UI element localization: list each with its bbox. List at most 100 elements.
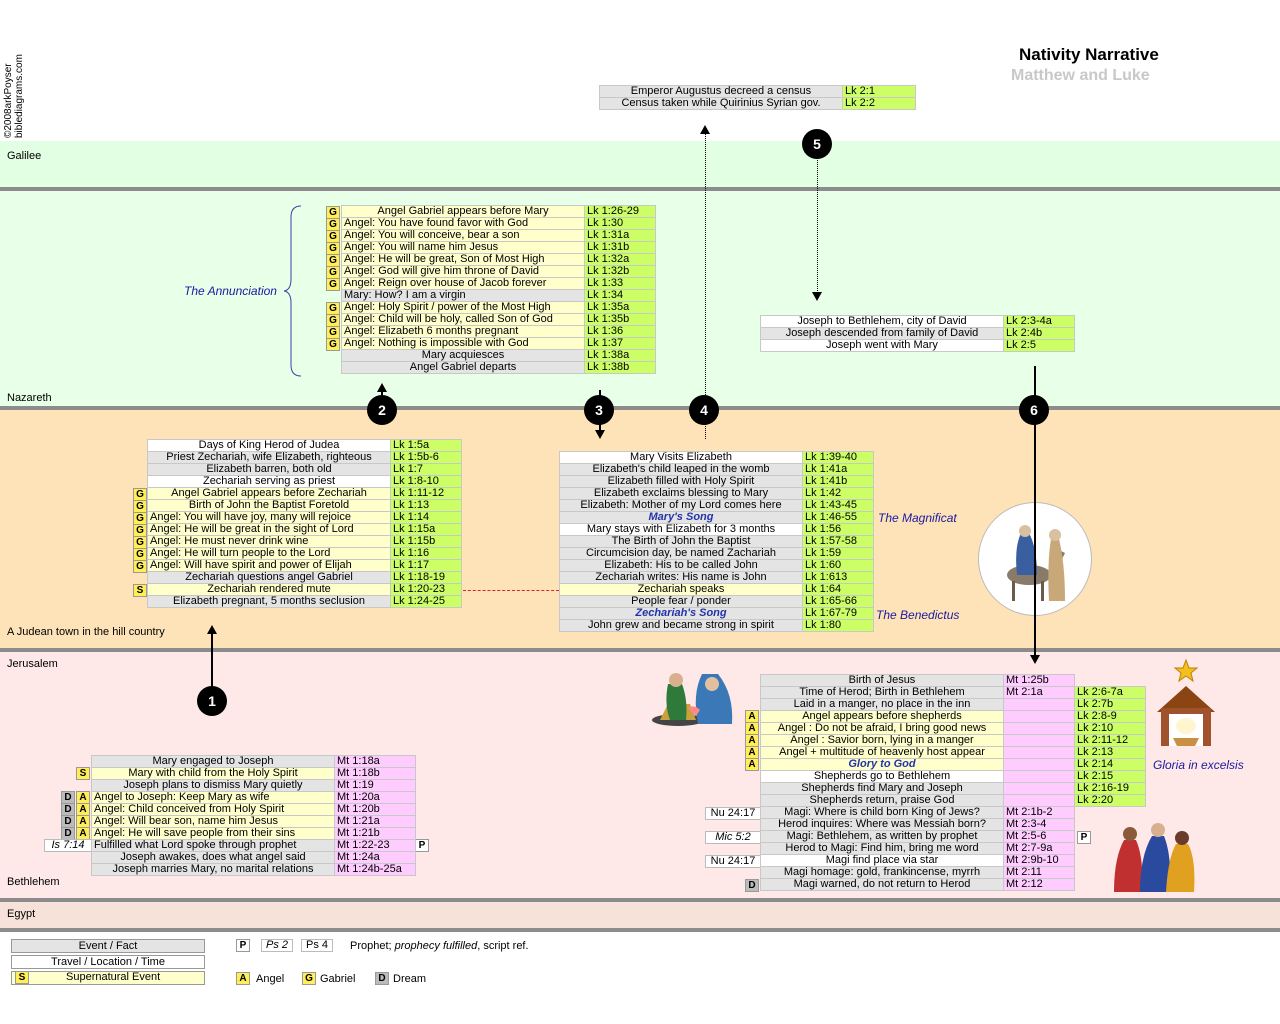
scripture-ref: Lk 2:3-4a <box>1003 315 1075 328</box>
prophecy-ref: Is 7:14 <box>44 839 92 852</box>
scripture-ref: Lk 1:57-58 <box>802 535 874 548</box>
event-text: Magi homage: gold, frankincense, myrrh <box>760 866 1004 879</box>
scripture-ref: Mt 1:20b <box>334 803 416 816</box>
scripture-ref: Lk 1:5a <box>390 439 462 452</box>
luke-ref: Lk 2:10 <box>1074 722 1146 735</box>
event-text: Elizabeth barren, both old <box>147 463 391 476</box>
matthew-ref <box>1003 710 1075 723</box>
arrow-up-icon <box>700 125 710 134</box>
table-row: Angel: God will give him throne of David… <box>341 265 656 278</box>
luke-ref-empty <box>1075 675 1146 687</box>
matthew-ref <box>1003 770 1075 783</box>
table-row: Angel : Savior born, lying in a manger Lk… <box>760 734 1146 747</box>
table-row: Magi: Where is child born King of Jews?M… <box>760 806 1146 819</box>
event-text: Birth of Jesus <box>760 674 1004 687</box>
event-text: Magi: Bethlehem, as written by prophet <box>760 830 1004 843</box>
table-row: Angel: He will be great, Son of Most Hig… <box>341 253 656 266</box>
matthew-ref: Mt 2:1b-2 <box>1003 806 1075 819</box>
scripture-ref: Lk 1:39-40 <box>802 451 874 464</box>
scripture-ref: Lk 1:7 <box>390 463 462 476</box>
scripture-ref: Lk 1:16 <box>390 547 462 560</box>
angel-tag: A <box>76 803 90 816</box>
legend-event: Event / Fact <box>11 939 205 953</box>
scripture-ref: Lk 1:35a <box>584 301 656 314</box>
luke-ref: Lk 2:11-12 <box>1074 734 1146 747</box>
scripture-ref: Mt 1:21a <box>334 815 416 828</box>
event-text: Angel : Savior born, lying in a manger <box>760 734 1004 747</box>
matthew-ref: Mt 2:3-4 <box>1003 818 1075 831</box>
event-text: Angel: He will save people from their si… <box>91 827 335 840</box>
step-3-circle: 3 <box>584 395 614 425</box>
event-text: Angel: Nothing is impossible with God <box>341 337 585 350</box>
event-text: Joseph to Bethlehem, city of David <box>760 315 1004 328</box>
scripture-ref: Lk 1:14 <box>390 511 462 524</box>
supernatural-tag: S <box>133 584 147 597</box>
step-5-dotted-line <box>817 158 818 293</box>
event-text: Angel: Holy Spirit / power of the Most H… <box>341 301 585 314</box>
angel-tag: A <box>745 710 759 723</box>
table-row: Fulfilled what Lord spoke through prophe… <box>91 839 416 852</box>
event-text: Zechariah questions angel Gabriel <box>147 571 391 584</box>
step-5-circle: 5 <box>802 129 832 159</box>
dream-tag: D <box>745 879 759 892</box>
annunciation-brace-icon <box>283 205 302 377</box>
luke-ref: Lk 2:14 <box>1074 758 1146 771</box>
legend-gabriel-tag: G <box>302 972 316 985</box>
scripture-ref: Lk 1:36 <box>584 325 656 338</box>
scripture-ref: Lk 1:30 <box>584 217 656 230</box>
table-row: Joseph marries Mary, no marital relation… <box>91 863 416 876</box>
event-text: Time of Herod; Birth in Bethlehem <box>760 686 1004 699</box>
matthew-ref: Mt 2:7-9a <box>1003 842 1075 855</box>
scripture-ref: Mt 1:18a <box>334 755 416 768</box>
event-text: Angel: Child will be holy, called Son of… <box>341 313 585 326</box>
luke-ref: Lk 2:6-7a <box>1074 686 1146 699</box>
legend-angel-tag: A <box>236 972 250 985</box>
scripture-ref: Lk 1:15a <box>390 523 462 536</box>
scripture-ref: Lk 1:35b <box>584 313 656 326</box>
event-text: Emperor Augustus decreed a census <box>599 85 843 98</box>
scripture-ref: Lk 1:60 <box>802 559 874 572</box>
step-6-circle: 6 <box>1019 395 1049 425</box>
legend-angel-label: Angel <box>256 973 285 985</box>
event-text: Laid in a manger, no place in the inn <box>760 698 1004 711</box>
table-row: Angel: Holy Spirit / power of the Most H… <box>341 301 656 314</box>
event-text: Angel Gabriel appears before Zechariah <box>147 487 391 500</box>
matthew-ref <box>1003 794 1075 807</box>
scripture-ref: Lk 1:20-23 <box>390 583 462 596</box>
legend-prophet-tag: P <box>236 939 250 952</box>
arrow-down-icon <box>1030 655 1040 664</box>
arrow-up-icon <box>377 383 387 392</box>
table-row: Angel : Do not be afraid, I bring good n… <box>760 722 1146 735</box>
legend-gabriel-label: Gabriel <box>320 973 356 985</box>
dashed-connector <box>463 590 559 591</box>
event-text: Zechariah speaks <box>559 583 803 596</box>
benedictus-label: The Benedictus <box>876 608 960 622</box>
event-text: Elizabeth's child leaped in the womb <box>559 463 803 476</box>
event-text: Mary: How? I am a virgin <box>341 289 585 302</box>
scripture-ref: Lk 1:613 <box>802 571 874 584</box>
event-text: Joseph awakes, does what angel said <box>91 851 335 864</box>
magi-illustration-icon <box>1110 818 1196 892</box>
legend-dream-tag: D <box>375 972 389 985</box>
scripture-ref: Lk 1:17 <box>390 559 462 572</box>
